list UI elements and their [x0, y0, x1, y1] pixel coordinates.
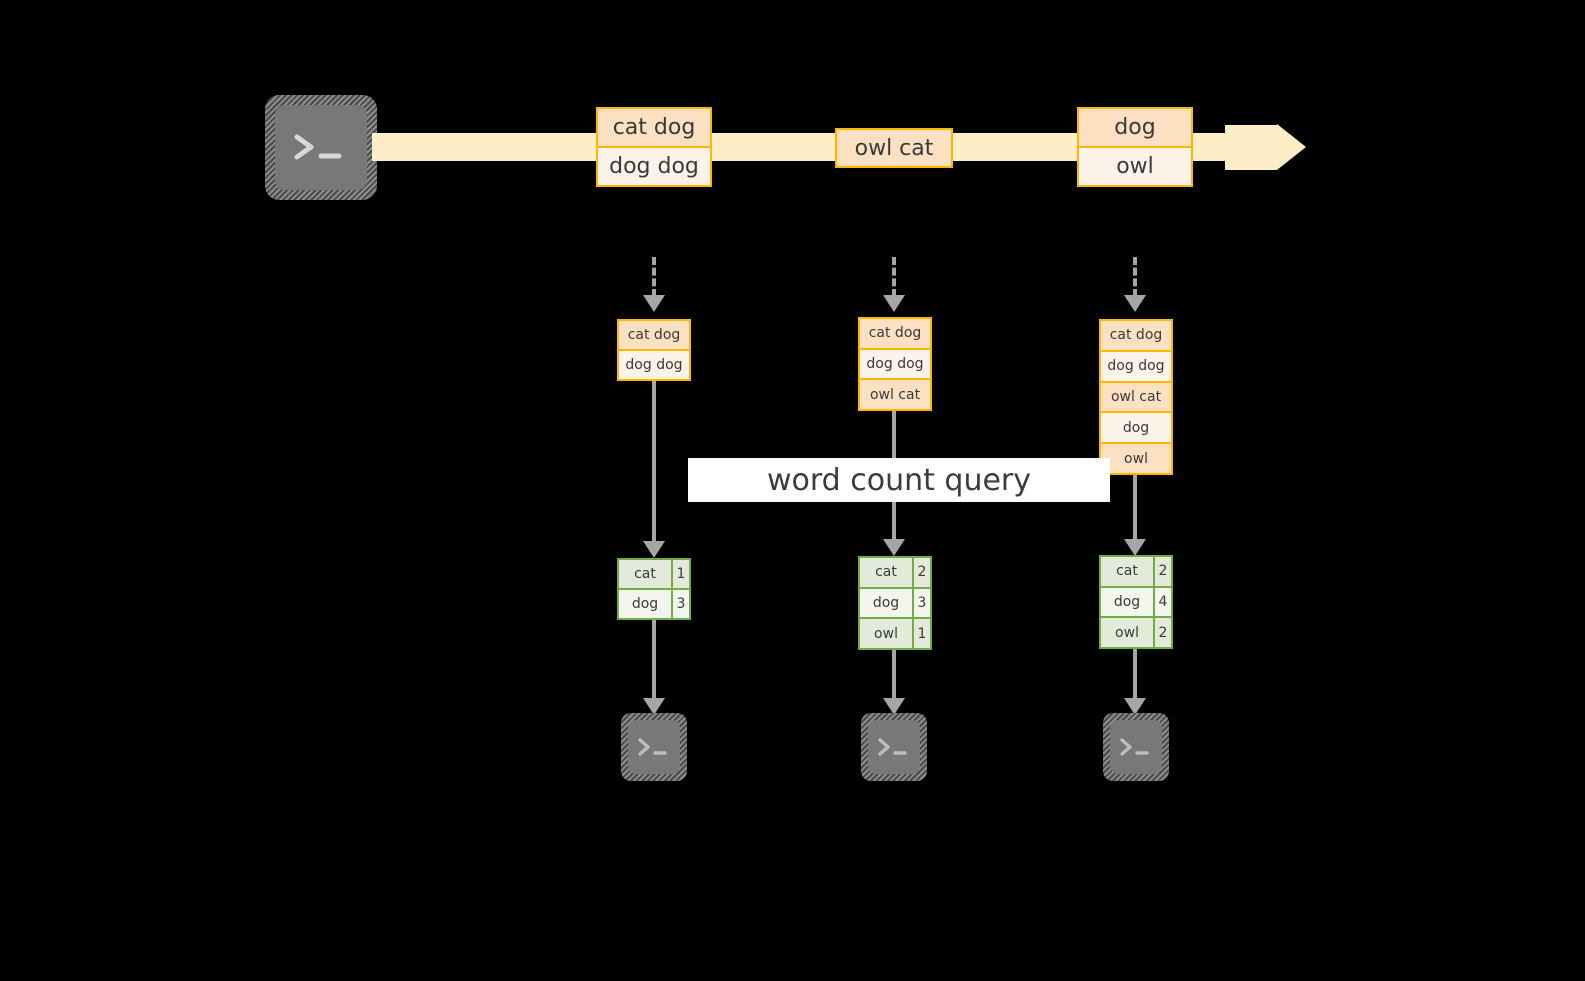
snapshot-box-1: cat dog dog dog [617, 319, 691, 381]
snapshot-line: dog dog [860, 347, 930, 379]
result-count: 4 [1153, 587, 1171, 617]
snapshot-line: cat dog [860, 319, 930, 348]
stream-record-line: cat dog [598, 109, 710, 146]
result-word: cat [1101, 557, 1153, 586]
sink-terminal-icon-2 [861, 713, 927, 781]
source-terminal-icon [265, 95, 377, 200]
stream-record-group-1: cat dog dog dog [596, 107, 712, 187]
snapshot-line: cat dog [1101, 321, 1171, 350]
snapshot-entry-arrow-2 [883, 257, 905, 319]
result-word: cat [619, 560, 671, 588]
snapshot-line: dog dog [1101, 349, 1171, 381]
result-table-2: cat 2 dog 3 owl 1 [858, 556, 932, 650]
sink-connector-3 [1124, 649, 1146, 716]
snapshot-box-2: cat dog dog dog owl cat [858, 317, 932, 411]
query-connector-1 [643, 381, 665, 559]
result-table-1: cat 1 dog 3 [617, 558, 691, 620]
result-word: dog [1101, 587, 1153, 617]
snapshot-line: owl [1101, 442, 1171, 473]
result-word: owl [860, 619, 912, 649]
result-row: dog 3 [619, 588, 689, 618]
snapshot-line: cat dog [619, 321, 689, 349]
stream-record-line: owl cat [837, 130, 951, 166]
result-count: 2 [1153, 618, 1171, 648]
result-table-3: cat 2 dog 4 owl 2 [1099, 555, 1173, 649]
terminal-prompt-glyph [621, 713, 687, 781]
result-count: 3 [671, 590, 689, 618]
snapshot-line: owl cat [860, 378, 930, 410]
terminal-prompt-glyph [265, 95, 377, 200]
snapshot-line: owl cat [1101, 380, 1171, 412]
result-count: 3 [912, 588, 930, 618]
sink-terminal-icon-3 [1103, 713, 1169, 781]
result-count: 1 [912, 619, 930, 649]
sink-connector-2 [883, 650, 905, 716]
stream-record-line: dog dog [598, 146, 710, 185]
query-connector-3 [1124, 475, 1146, 557]
stream-arrowhead-base [1225, 125, 1277, 170]
result-word: dog [860, 588, 912, 618]
result-count: 2 [912, 558, 930, 587]
result-word: dog [619, 590, 671, 618]
result-row: cat 1 [619, 560, 689, 588]
stream-record-group-2: owl cat [835, 128, 953, 168]
query-label: word count query [688, 458, 1110, 502]
result-row: dog 4 [1101, 585, 1171, 617]
stream-record-line: dog [1079, 109, 1191, 146]
sink-terminal-icon-1 [621, 713, 687, 781]
result-row: cat 2 [860, 558, 930, 587]
result-row: cat 2 [1101, 557, 1171, 586]
sink-connector-1 [643, 620, 665, 716]
snapshot-entry-arrow-3 [1124, 257, 1146, 319]
terminal-prompt-glyph [1103, 713, 1169, 781]
result-row: dog 3 [860, 586, 930, 618]
snapshot-line: dog dog [619, 349, 689, 379]
snapshot-entry-arrow-1 [643, 257, 665, 319]
stream-arrowhead-icon [1277, 124, 1306, 170]
result-word: owl [1101, 618, 1153, 648]
result-word: cat [860, 558, 912, 587]
stream-record-group-3: dog owl [1077, 107, 1193, 187]
terminal-prompt-glyph [861, 713, 927, 781]
result-count: 1 [671, 560, 689, 588]
result-count: 2 [1153, 557, 1171, 586]
snapshot-box-3: cat dog dog dog owl cat dog owl [1099, 319, 1173, 475]
result-row: owl 1 [860, 617, 930, 649]
snapshot-line: dog [1101, 411, 1171, 443]
result-row: owl 2 [1101, 616, 1171, 648]
stream-record-line: owl [1079, 146, 1191, 185]
